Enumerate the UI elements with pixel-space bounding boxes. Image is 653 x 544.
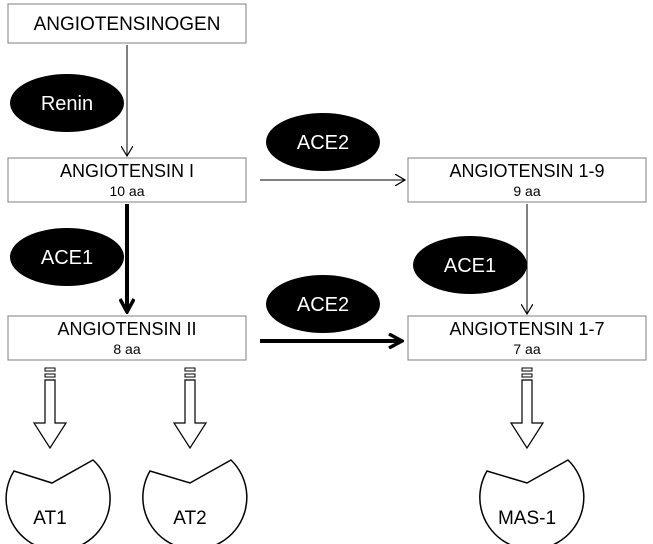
angiotensin-1-7-label: ANGIOTENSIN 1-7 bbox=[449, 319, 604, 339]
enzyme-ace2-bottom: ACE2 bbox=[266, 275, 380, 333]
ace2-top-label: ACE2 bbox=[297, 132, 349, 154]
angiotensinogen-label: ANGIOTENSINOGEN bbox=[34, 14, 221, 35]
renin-label: Renin bbox=[41, 93, 93, 115]
angiotensin-i-label: ANGIOTENSIN I bbox=[60, 161, 194, 181]
signal-arrow-mas1 bbox=[509, 367, 545, 450]
receptor-at1: AT1 bbox=[5, 459, 111, 544]
angiotensin-ii-size: 8 aa bbox=[113, 341, 140, 357]
enzyme-ace1-right: ACE1 bbox=[413, 236, 527, 294]
box-angiotensinogen: ANGIOTENSINOGEN bbox=[7, 3, 247, 44]
ace2-bottom-label: ACE2 bbox=[297, 294, 349, 316]
enzyme-ace2-top: ACE2 bbox=[266, 113, 380, 171]
signal-arrow-at1 bbox=[32, 367, 68, 450]
angiotensin-1-9-size: 9 aa bbox=[513, 183, 540, 199]
enzyme-renin: Renin bbox=[10, 74, 124, 132]
angiotensin-1-9-label: ANGIOTENSIN 1-9 bbox=[449, 161, 604, 181]
at2-label: AT2 bbox=[173, 508, 206, 529]
angiotensin-ii-label: ANGIOTENSIN II bbox=[57, 319, 196, 339]
ace1-left-label: ACE1 bbox=[41, 247, 93, 269]
mas1-label: MAS-1 bbox=[498, 508, 556, 529]
at1-label: AT1 bbox=[33, 508, 66, 529]
receptor-at2: AT2 bbox=[142, 459, 248, 544]
angiotensin-1-7-size: 7 aa bbox=[513, 341, 540, 357]
box-angiotensin-1-9: ANGIOTENSIN 1-9 9 aa bbox=[407, 157, 647, 203]
enzyme-ace1-left: ACE1 bbox=[10, 228, 124, 286]
box-angiotensin-i: ANGIOTENSIN I 10 aa bbox=[7, 157, 247, 203]
signal-arrow-at2 bbox=[172, 367, 208, 450]
box-angiotensin-1-7: ANGIOTENSIN 1-7 7 aa bbox=[407, 315, 647, 361]
box-angiotensin-ii: ANGIOTENSIN II 8 aa bbox=[7, 315, 247, 361]
ace1-right-label: ACE1 bbox=[444, 255, 496, 277]
angiotensin-i-size: 10 aa bbox=[109, 183, 144, 199]
receptor-mas1: MAS-1 bbox=[479, 459, 585, 544]
